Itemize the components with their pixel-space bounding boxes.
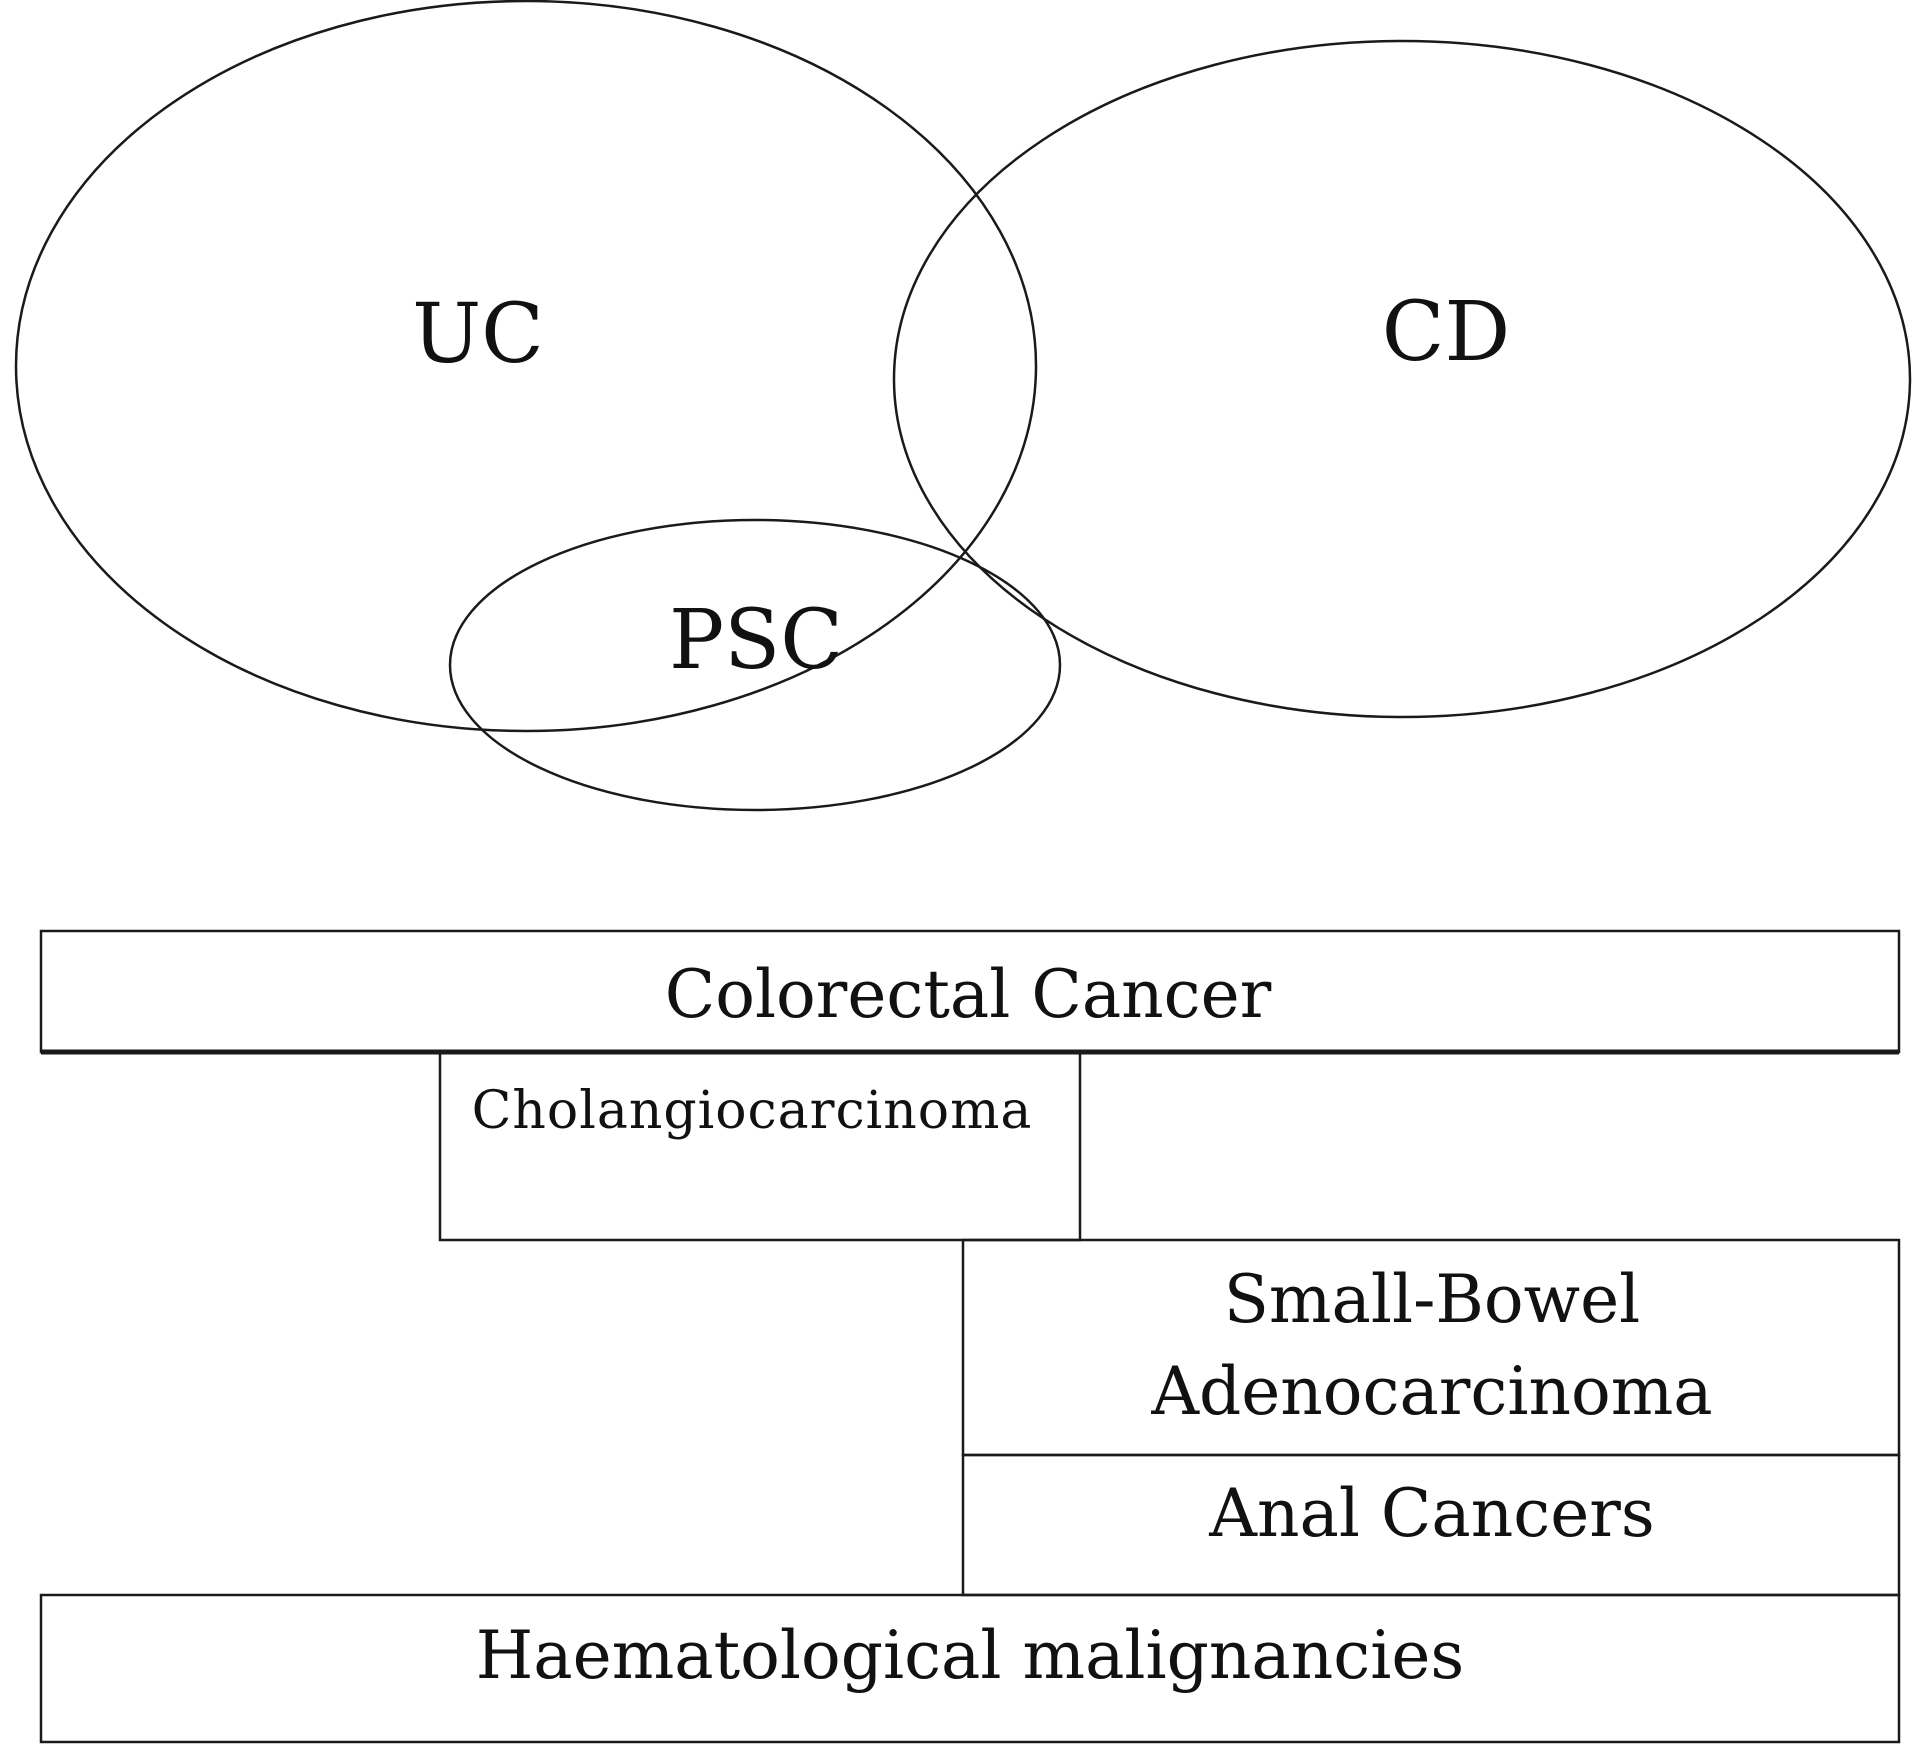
anal-label: Anal Cancers (1208, 1475, 1654, 1552)
cholangio-box (438, 1052, 1082, 1242)
haematological-label: Haematological malignancies (476, 1617, 1465, 1694)
colorectal-label: Colorectal Cancer (665, 956, 1272, 1033)
haematological-box (39, 1593, 1901, 1744)
cholangio-label: Cholangiocarcinoma (472, 1081, 1033, 1141)
psc-label: PSC (669, 593, 843, 688)
uc-ellipse (14, 0, 1038, 733)
small-bowel-label-line2: Adenocarcinoma (1150, 1353, 1712, 1430)
uc-label: UC (412, 287, 544, 382)
small-bowel-label-line1: Small-Bowel (1224, 1261, 1641, 1338)
psc-ellipse (448, 518, 1062, 812)
cd-label: CD (1382, 285, 1511, 380)
cd-ellipse (892, 39, 1912, 719)
